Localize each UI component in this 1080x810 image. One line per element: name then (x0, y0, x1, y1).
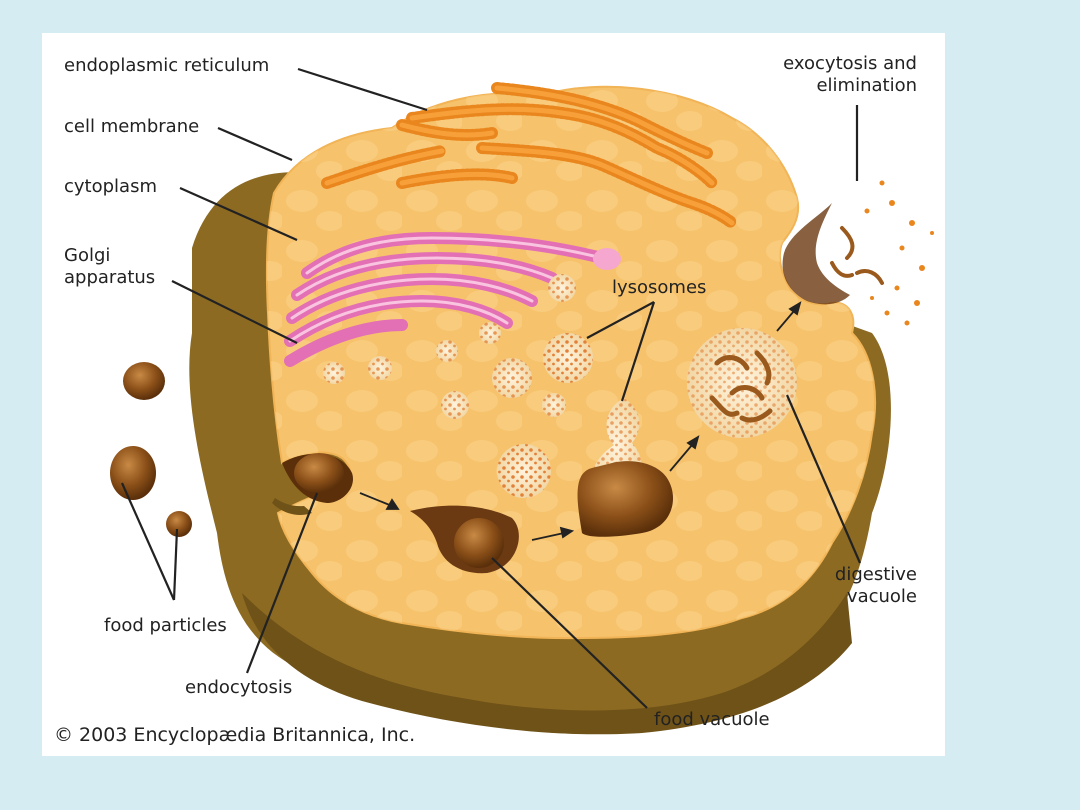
leader-lines (120, 67, 862, 709)
copyright-notice: © 2003 Encyclopædia Britannica, Inc. (54, 724, 416, 746)
endocytosis-pocket (272, 453, 353, 515)
label-exocytosis-elimination: exocytosis and elimination (783, 53, 917, 97)
fusing-vacuole (577, 461, 674, 537)
cell-illustration (110, 67, 934, 735)
food-particles (110, 362, 192, 537)
exocytosis-site (782, 180, 934, 326)
food-vacuole (410, 505, 519, 574)
label-endoplasmic-reticulum: endoplasmic reticulum (64, 55, 270, 76)
label-cytoplasm: cytoplasm (64, 176, 157, 197)
golgi-apparatus (284, 231, 621, 367)
diagram-panel: endoplasmic reticulum cell membrane cyto… (42, 33, 945, 756)
label-cell-membrane: cell membrane (64, 116, 200, 137)
label-exocytosis-line1: exocytosis and (783, 53, 917, 74)
label-golgi-line1: Golgi (64, 245, 111, 266)
label-digestive-line2: vacuole (846, 586, 917, 607)
label-golgi-line2: apparatus (64, 267, 156, 288)
label-digestive-line1: digestive (834, 564, 917, 585)
vesicles (323, 274, 576, 419)
label-digestive-vacuole: digestive vacuole (835, 564, 917, 608)
digestive-vacuole (687, 328, 797, 438)
label-exocytosis-line2: elimination (816, 75, 917, 96)
label-lysosomes: lysosomes (612, 277, 707, 298)
label-golgi-apparatus: Golgi apparatus (64, 245, 155, 289)
endoplasmic-reticulum-core (324, 85, 735, 226)
label-endocytosis: endocytosis (185, 677, 293, 698)
label-food-vacuole: food vacuole (654, 709, 770, 730)
label-food-particles: food particles (104, 615, 227, 636)
process-arrows (359, 301, 802, 541)
